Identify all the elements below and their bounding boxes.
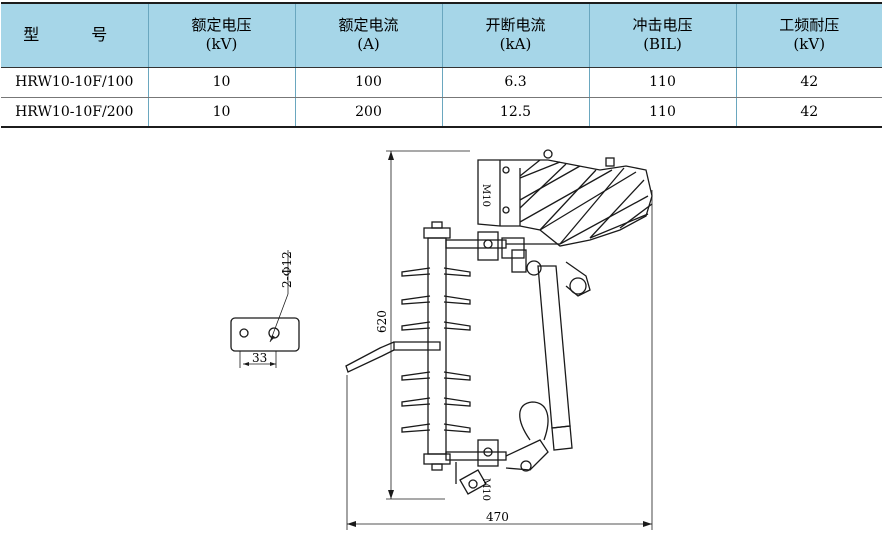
header-rated-current: 额定电流(A) xyxy=(294,2,443,68)
width-dimension-label: 470 xyxy=(486,510,509,524)
hole-spacing-label: 33 xyxy=(252,351,267,365)
fuse-tube xyxy=(537,261,591,451)
mounting-hole-left xyxy=(239,328,249,338)
hole-label: 2-Φ12 xyxy=(280,251,294,288)
lower-contact xyxy=(445,401,549,495)
upper-contact xyxy=(445,231,560,276)
height-dimension-label: 620 xyxy=(375,310,389,333)
header-power-frequency-withstand: 工频耐压(kV) xyxy=(735,2,882,68)
cell-breaking-current: 12.5 xyxy=(441,97,590,128)
table-header-row: 型 号 额定电压(kV) 额定电流(A) 开断电流(kA) 冲击电压(BIL) … xyxy=(1,2,882,68)
cell-rated-voltage: 10 xyxy=(147,67,296,98)
cell-rated-current: 200 xyxy=(294,97,443,128)
bolt-label-top: M10 xyxy=(480,184,491,207)
cell-model: HRW10-10F/200 xyxy=(1,97,149,128)
bolt-label-bottom: M10 xyxy=(480,478,491,501)
cell-impulse-voltage: 110 xyxy=(588,97,737,128)
spec-table: 型 号 额定电压(kV) 额定电流(A) 开断电流(kA) 冲击电压(BIL) … xyxy=(1,2,882,128)
dimension-lines xyxy=(346,150,653,530)
header-model: 型 号 xyxy=(1,2,149,68)
mounting-bracket-detail xyxy=(230,250,300,368)
cell-breaking-current: 6.3 xyxy=(441,67,590,98)
cell-rated-current: 100 xyxy=(294,67,443,98)
arc-chute-hood xyxy=(477,149,653,247)
mounting-arm xyxy=(345,341,441,373)
table-row: HRW10-10F/100 10 100 6.3 110 42 xyxy=(1,67,882,98)
cell-withstand-voltage: 42 xyxy=(735,97,882,128)
bracket-plate xyxy=(230,317,300,352)
cell-withstand-voltage: 42 xyxy=(735,67,882,98)
porcelain-insulator xyxy=(401,221,471,471)
header-impulse-voltage: 冲击电压(BIL) xyxy=(588,2,737,68)
table-row: HRW10-10F/200 10 200 12.5 110 42 xyxy=(1,97,882,128)
header-rated-voltage: 额定电压(kV) xyxy=(147,2,296,68)
cell-rated-voltage: 10 xyxy=(147,97,296,128)
cell-impulse-voltage: 110 xyxy=(588,67,737,98)
